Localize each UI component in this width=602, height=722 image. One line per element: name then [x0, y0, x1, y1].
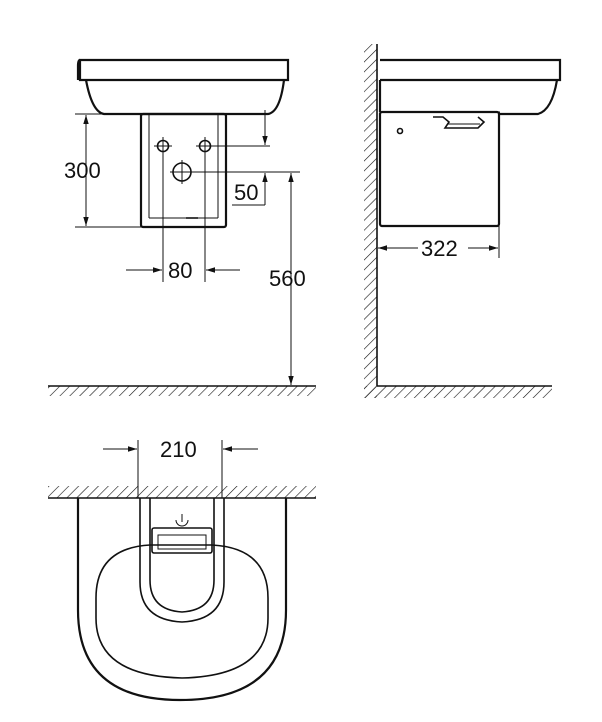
dimension-210: 210 — [103, 437, 258, 498]
dimension-560: 560 — [269, 173, 306, 385]
side-basin — [378, 58, 562, 116]
dimension-560-label: 560 — [269, 266, 306, 291]
top-basin — [76, 498, 288, 702]
dimension-50: 50 — [232, 110, 268, 206]
front-shroud — [139, 112, 228, 229]
top-wall — [48, 486, 316, 499]
dimension-80: 80 — [126, 152, 240, 283]
dimension-210-label: 210 — [160, 437, 197, 462]
top-view: 210 — [48, 437, 316, 702]
side-view: 322 — [364, 44, 562, 398]
dimension-322-label: 322 — [421, 236, 458, 261]
side-wall — [364, 44, 552, 398]
mounting-holes — [154, 137, 300, 184]
dimension-50-label: 50 — [234, 180, 258, 205]
front-floor — [48, 385, 316, 396]
front-view: 300 50 80 560 — [48, 58, 316, 396]
front-basin — [76, 58, 290, 116]
dimension-300: 300 — [64, 113, 141, 228]
dimension-80-label: 80 — [168, 258, 192, 283]
dimension-322: 322 — [378, 226, 500, 261]
dimension-300-label: 300 — [64, 158, 101, 183]
side-shroud — [378, 110, 501, 228]
